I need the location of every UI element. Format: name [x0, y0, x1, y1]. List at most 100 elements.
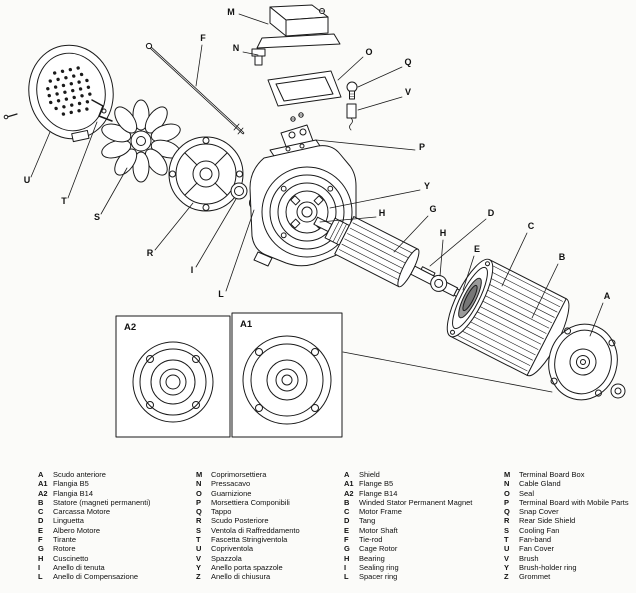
legend-key: F [344, 535, 349, 545]
tie-rod-part [145, 42, 245, 135]
legend-label: Coprimorsettiera [211, 470, 267, 479]
legend-label: Tappo [211, 507, 232, 517]
callout-N: N [233, 43, 259, 56]
inset-leader-line [342, 351, 553, 393]
legend-label: Brush [519, 553, 539, 563]
legend-label: Flange B5 [359, 479, 394, 489]
legend-label: Seal [519, 488, 535, 498]
legend-key: N [196, 479, 202, 489]
legend-row: Z Anello di chiusura [196, 572, 344, 581]
legend-label: Scudo Posteriore [211, 516, 269, 526]
front-shield-part [548, 323, 618, 401]
vent-holes [46, 66, 92, 116]
seal-ring-part [230, 182, 248, 200]
legend-key: U [504, 544, 510, 554]
legend-label: Motor Frame [359, 507, 402, 517]
callout-S: S [94, 167, 128, 222]
svg-text:A: A [604, 291, 611, 301]
svg-text:R: R [147, 248, 154, 258]
legend-label: Cooling Fan [519, 525, 560, 535]
legend-key: B [344, 497, 350, 507]
callout-O: O [337, 47, 373, 81]
legend-key: Z [196, 572, 201, 582]
flange-b14-drawing [132, 341, 214, 423]
legend-label: Statore (magneti permanenti) [53, 497, 151, 507]
callout-Q: Q [357, 57, 412, 88]
inset-flange-b14: A2 [115, 315, 231, 438]
callout-V: V [357, 87, 411, 111]
cooling-fins [453, 263, 563, 372]
legend-key: Z [504, 572, 509, 582]
callout-E: E [462, 244, 480, 291]
legend-key: P [504, 497, 510, 507]
flange-b5-drawing [242, 335, 332, 425]
legend-key: F [38, 535, 43, 545]
legend-label: Rotore [53, 544, 76, 554]
callout-H-rear: H [319, 208, 385, 223]
legend-key: Y [504, 562, 510, 572]
callouts-layer: M F N O Q V P Y H G D H E C B A U T S R … [24, 7, 611, 337]
inset-flange-b5: A1 [231, 312, 343, 438]
svg-text:H: H [440, 228, 447, 238]
stator-frame-part [446, 258, 570, 377]
grommet-part [610, 383, 626, 399]
legend-label: Bearing [359, 553, 385, 563]
svg-text:U: U [24, 175, 31, 185]
legend-key: Q [504, 507, 510, 517]
svg-text:O: O [365, 47, 372, 57]
legend-key: A [38, 470, 44, 479]
cooling-fan-part [101, 99, 181, 183]
legend-label: Tirante [53, 535, 77, 545]
legend-key: P [196, 497, 202, 507]
legend-key: V [196, 553, 202, 563]
callout-T: T [61, 121, 98, 206]
callout-R: R [147, 202, 194, 258]
legend-key: N [504, 479, 510, 489]
legend-key: G [344, 544, 350, 554]
rear-shield-part [168, 136, 244, 212]
inset-a1-label: A1 [240, 319, 253, 330]
shaft-key-part [420, 266, 436, 277]
legend-key: H [344, 553, 350, 563]
callout-I: I [191, 198, 237, 275]
svg-text:Y: Y [424, 181, 430, 191]
plug-part [346, 81, 358, 100]
legend-label: Spacer ring [359, 572, 398, 582]
fan-cover-part [28, 44, 114, 143]
callout-B: B [531, 252, 566, 319]
legend-label: Flange B14 [359, 488, 398, 498]
callout-P: P [315, 139, 425, 152]
legend-key: R [196, 516, 202, 526]
legend-label: Carcassa Motore [53, 507, 111, 517]
legend-key: O [196, 488, 202, 498]
svg-text:T: T [61, 196, 67, 206]
legend-row: G Cage Rotor [344, 544, 502, 553]
legend-label: Brush-holder ring [519, 562, 577, 572]
legend-label: Anello di chiusura [211, 572, 271, 582]
legend-row: H Bearing [344, 554, 502, 563]
callout-L: L [218, 209, 255, 299]
legend-key: D [344, 516, 350, 526]
svg-text:G: G [429, 204, 436, 214]
legend-label: Cage Rotor [359, 544, 398, 554]
legend-label: Winded Stator Permanent Magnet [359, 497, 473, 507]
